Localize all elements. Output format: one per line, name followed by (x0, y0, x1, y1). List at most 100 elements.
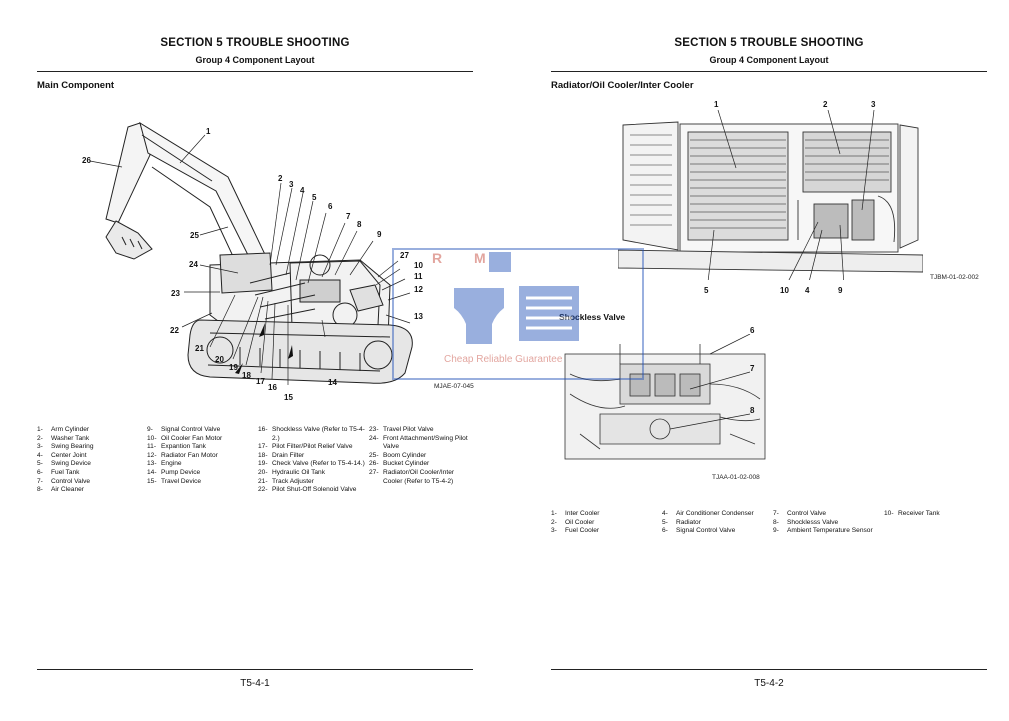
callout-21: 21 (195, 344, 204, 353)
callout-14: 14 (328, 378, 337, 387)
legend-column: 1-Inter Cooler 2-Oil Cooler 3-Fuel Coole… (551, 510, 662, 536)
legend-column: 7-Control Valve 8-Shocklesss Valve 9-Amb… (773, 510, 884, 536)
legend-item: 25-Boom Cylinder (369, 451, 427, 459)
right-legend: 1-Inter Cooler 2-Oil Cooler 3-Fuel Coole… (551, 510, 991, 536)
legend-item: 1-Inter Cooler (551, 510, 600, 517)
legend-item: 3-Swing Bearing (37, 443, 94, 451)
callout-13: 13 (414, 312, 423, 321)
callout-26: 26 (82, 156, 91, 165)
left-group-title: Group 4 Component Layout (195, 55, 315, 65)
legend-column: 23-Travel Pilot Valve 24-Front Attachmen… (369, 426, 475, 495)
legend-column: 16-Shockless Valve (Refer to T5-4-2.) 17… (258, 426, 369, 495)
callout-25: 25 (190, 231, 199, 240)
right-group-title: Group 4 Component Layout (709, 55, 829, 65)
left-section-title: SECTION 5 TROUBLE SHOOTING (160, 37, 350, 49)
legend-item: 12-Radiator Fan Motor (147, 451, 218, 459)
legend-item: 8-Air Cleaner (37, 486, 84, 494)
legend-item: 1-Arm Cylinder (37, 426, 90, 433)
excavator-illustration (89, 121, 413, 385)
callout-4: 4 (300, 186, 305, 195)
callout-17: 17 (256, 377, 265, 386)
left-page-number: T5-4-1 (240, 678, 270, 689)
legend-item: 11-Expantion Tank (147, 443, 206, 451)
callout-3: 3 (289, 180, 294, 189)
fig1-callout-1: 1 (714, 100, 719, 109)
fig2-callout-7: 7 (750, 364, 755, 373)
left-legend: 1-Arm Cylinder 2-Washer Tank 3-Swing Bea… (37, 426, 477, 495)
fig1-callout-10: 10 (780, 286, 789, 295)
callout-22: 22 (170, 326, 179, 335)
callout-23: 23 (171, 289, 180, 298)
watermark-block (489, 252, 511, 272)
callout-6: 6 (328, 202, 333, 211)
legend-item: 2-Oil Cooler (551, 518, 595, 526)
right-header-rule (551, 71, 987, 72)
fig1-callout-9: 9 (838, 286, 843, 295)
callout-20: 20 (215, 355, 224, 364)
radiator-illustration (618, 110, 923, 280)
callout-19: 19 (229, 363, 238, 372)
legend-item: 10-Oil Cooler Fan Motor (147, 434, 223, 442)
left-header-rule (37, 71, 473, 72)
fig2-callout-6: 6 (750, 326, 755, 335)
legend-item: 19-Check Valve (Refer to T5-4-14.) (258, 460, 365, 468)
callout-7: 7 (346, 212, 351, 221)
wrench-document-icon (454, 286, 579, 344)
right-section-title: SECTION 5 TROUBLE SHOOTING (674, 37, 864, 49)
callout-1: 1 (206, 127, 211, 136)
right-subsection-title: Radiator/Oil Cooler/Inter Cooler (551, 80, 694, 91)
legend-column: 1-Arm Cylinder 2-Washer Tank 3-Swing Bea… (37, 426, 147, 495)
legend-item: 20-Hydraulic Oil Tank (258, 468, 326, 476)
callout-27: 27 (400, 251, 409, 260)
right-figure1-code: TJBM-01-02-002 (930, 274, 979, 281)
legend-item: 27-Radiator/Oil Cooler/Inter Cooler (Ref… (369, 468, 455, 485)
legend-item: 23-Travel Pilot Valve (369, 426, 434, 433)
callout-10: 10 (414, 261, 423, 270)
legend-item: 2-Washer Tank (37, 434, 90, 442)
legend-item: 21-Track Adjuster (258, 477, 314, 485)
legend-item: 3-Fuel Cooler (551, 527, 600, 535)
legend-item: 9-Ambient Temperature Sensor (773, 527, 873, 535)
callout-2: 2 (278, 174, 283, 183)
watermark-letters: R M (432, 250, 500, 266)
legend-item: 14-Pump Device (147, 468, 201, 476)
fig2-callout-8: 8 (750, 406, 755, 415)
callout-11: 11 (414, 272, 423, 281)
legend-item: 7-Control Valve (37, 477, 91, 485)
legend-item: 7-Control Valve (773, 510, 827, 517)
legend-item: 16-Shockless Valve (Refer to T5-4-2.) (258, 426, 365, 442)
legend-item: 8-Shocklesss Valve (773, 518, 839, 526)
left-footer-rule (37, 669, 473, 670)
callout-5: 5 (312, 193, 317, 202)
legend-item: 4-Air Conditioner Condenser (662, 510, 754, 517)
fig1-callout-5: 5 (704, 286, 709, 295)
right-figure2-code: TJAA-01-02-008 (712, 474, 760, 481)
fig1-callout-4: 4 (805, 286, 810, 295)
valve-illustration (564, 334, 766, 460)
legend-item: 5-Radiator (662, 518, 701, 526)
shockless-valve-title: Shockless Valve (559, 312, 626, 322)
legend-item: 22-Pilot Shut-Off Solenoid Valve (258, 486, 357, 494)
legend-column: 10-Receiver Tank (884, 510, 984, 536)
right-footer-rule (551, 669, 987, 670)
watermark-text: Cheap Reliable Guarantee (444, 354, 563, 365)
right-page-number: T5-4-2 (754, 678, 784, 689)
callout-12: 12 (414, 285, 423, 294)
legend-item: 24-Front Attachment/Swing Pilot Valve (369, 434, 468, 451)
legend-item: 6-Fuel Tank (37, 468, 80, 476)
callout-24: 24 (189, 260, 198, 269)
callout-15: 15 (284, 393, 293, 402)
fig1-callout-2: 2 (823, 100, 828, 109)
callout-8: 8 (357, 220, 362, 229)
legend-item: 18-Drain Filter (258, 451, 305, 459)
callout-9: 9 (377, 230, 382, 239)
left-figure-code: MJAE-07-045 (434, 383, 474, 390)
left-subsection-title: Main Component (37, 80, 115, 91)
legend-item: 10-Receiver Tank (884, 510, 940, 517)
legend-column: 4-Air Conditioner Condenser 5-Radiator 6… (662, 510, 773, 536)
legend-item: 17-Pilot Filter/Pilot Relief Valve (258, 443, 353, 451)
callout-18: 18 (242, 371, 251, 380)
legend-item: 15-Travel Device (147, 477, 202, 485)
fig1-callout-3: 3 (871, 100, 876, 109)
callout-16: 16 (268, 383, 277, 392)
